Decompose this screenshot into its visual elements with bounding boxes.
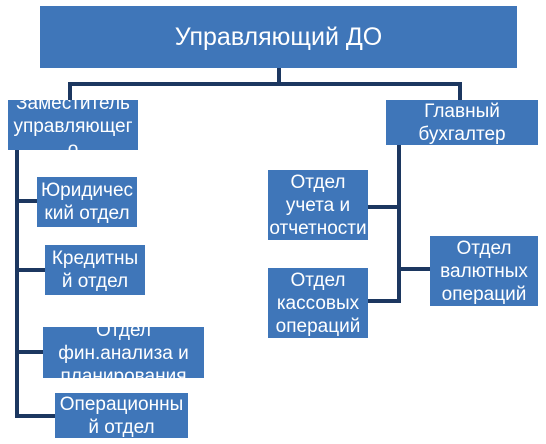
connector-to-operations bbox=[15, 414, 55, 418]
connector-to-reporting bbox=[368, 205, 398, 209]
connector-to-credit bbox=[15, 268, 45, 272]
node-legal-dept: Юридичес кий отдел bbox=[37, 177, 137, 227]
node-chief-accountant-label: Главный бухгалтер bbox=[418, 100, 506, 145]
node-legal-dept-label: Юридичес кий отдел bbox=[40, 180, 134, 224]
node-reporting-dept: Отдел учета и отчетности bbox=[268, 170, 368, 240]
connector-left-trunk bbox=[15, 150, 19, 418]
node-fin-analysis-dept: Отдел фин.анализа и планирования bbox=[43, 327, 204, 378]
connector-to-chief-accountant bbox=[458, 82, 462, 100]
root-node-label: Управляющий ДО bbox=[174, 22, 383, 51]
node-chief-accountant: Главный бухгалтер bbox=[386, 100, 538, 145]
connector-right-trunk bbox=[397, 145, 401, 303]
node-credit-dept-label: Кредитны й отдел bbox=[51, 248, 139, 292]
root-node: Управляющий ДО bbox=[40, 6, 517, 68]
node-cash-ops-dept: Отдел кассовых операций bbox=[268, 268, 368, 338]
connector-horizontal-bus bbox=[68, 82, 462, 86]
node-deputy-manager-label: Заместитель управляющег о bbox=[13, 100, 133, 150]
node-cash-ops-dept-label: Отдел кассовых операций bbox=[275, 269, 361, 337]
connector-to-deputy bbox=[68, 82, 72, 100]
connector-to-currency bbox=[397, 267, 430, 271]
node-currency-ops-dept-label: Отдел валютных операций bbox=[440, 237, 528, 305]
node-currency-ops-dept: Отдел валютных операций bbox=[430, 236, 538, 306]
connector-to-cash bbox=[368, 299, 398, 303]
node-deputy-manager: Заместитель управляющег о bbox=[8, 100, 138, 150]
connector-to-fin-analysis bbox=[15, 350, 43, 354]
node-operations-dept-label: Операционны й отдел bbox=[59, 393, 184, 438]
connector-to-legal bbox=[15, 199, 37, 203]
connector-root-down bbox=[277, 68, 281, 84]
node-credit-dept: Кредитны й отдел bbox=[45, 245, 145, 295]
node-reporting-dept-label: Отдел учета и отчетности bbox=[269, 171, 367, 239]
node-operations-dept: Операционны й отдел bbox=[55, 393, 188, 438]
node-fin-analysis-dept-label: Отдел фин.анализа и планирования bbox=[58, 327, 189, 378]
